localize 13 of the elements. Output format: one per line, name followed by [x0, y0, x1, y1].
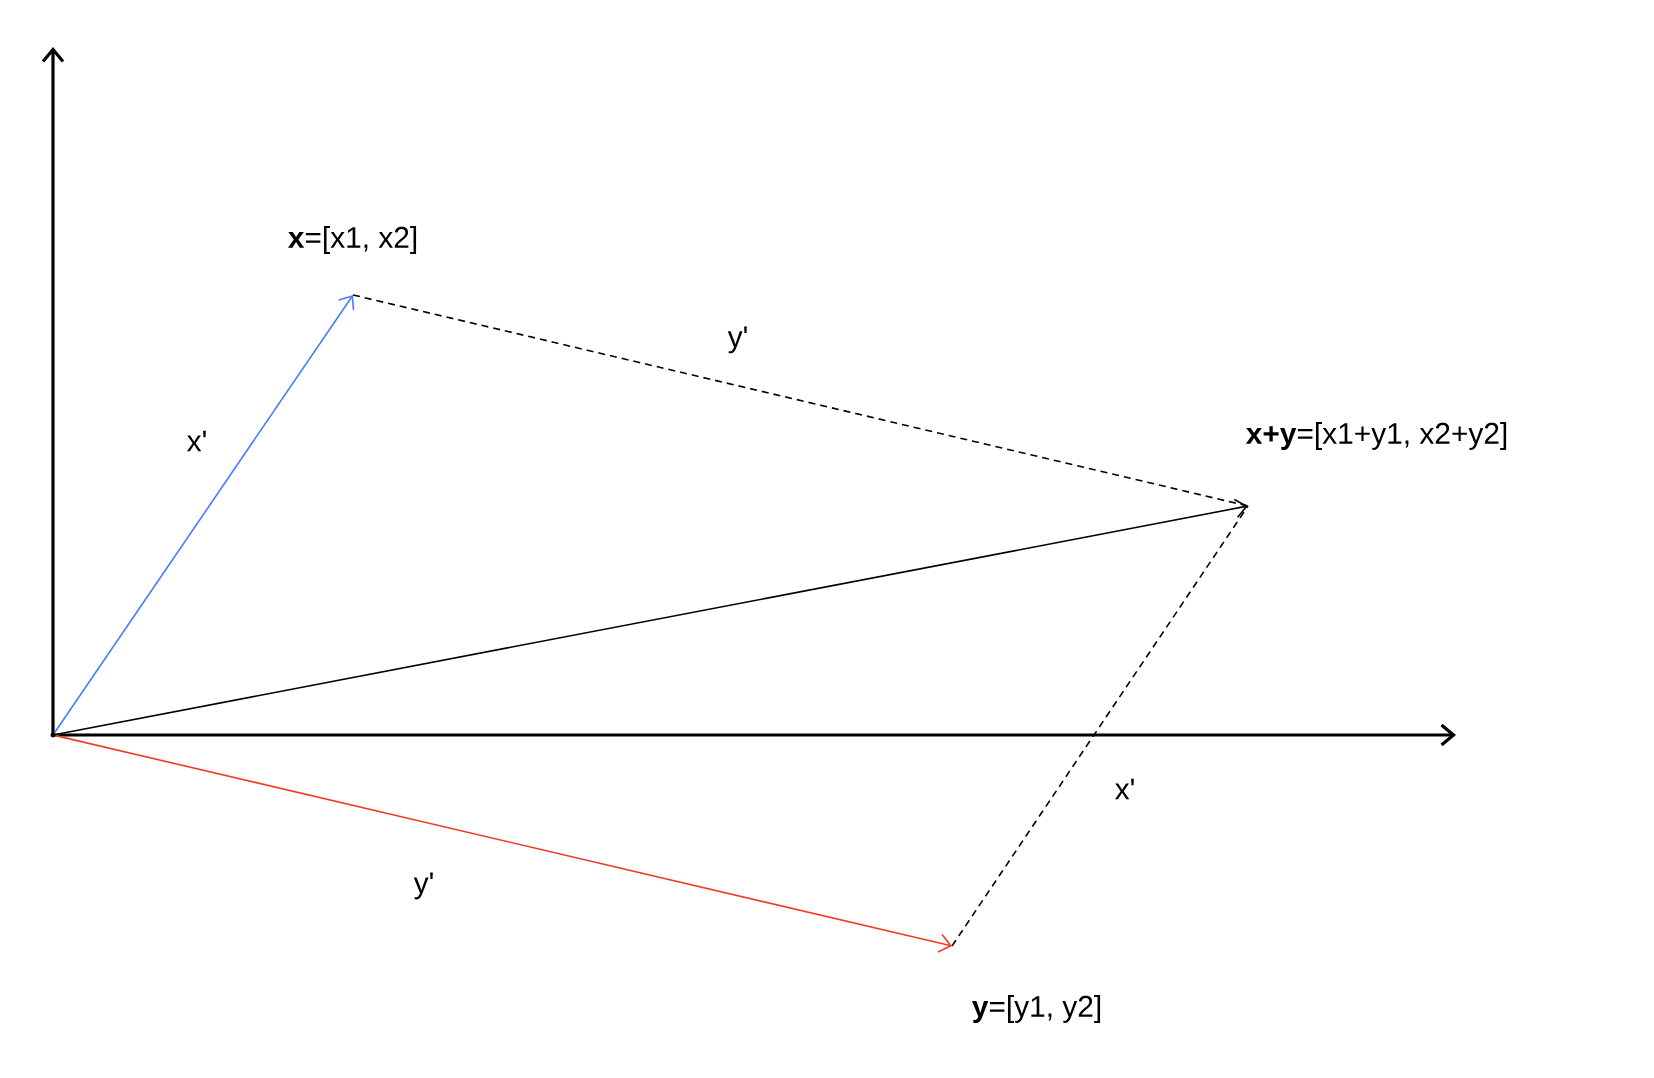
dashed-line — [352, 294, 1249, 507]
vector-arrow — [54, 734, 952, 953]
edge-label: y' — [725, 324, 751, 356]
origin-point — [50, 732, 56, 738]
vector-label: x=[x1, x2] — [288, 226, 417, 254]
vector-label: y=[y1, y2] — [972, 995, 1101, 1023]
vector-arrow — [54, 498, 1248, 736]
dashed-line — [951, 505, 1249, 947]
edge-label: y' — [411, 870, 437, 902]
vector-arrow — [53, 295, 355, 734]
vector-label: x+y=[x1+y1, x2+y2] — [1245, 422, 1507, 450]
edge-label: x' — [184, 428, 210, 454]
edge-label: x' — [1112, 776, 1138, 802]
